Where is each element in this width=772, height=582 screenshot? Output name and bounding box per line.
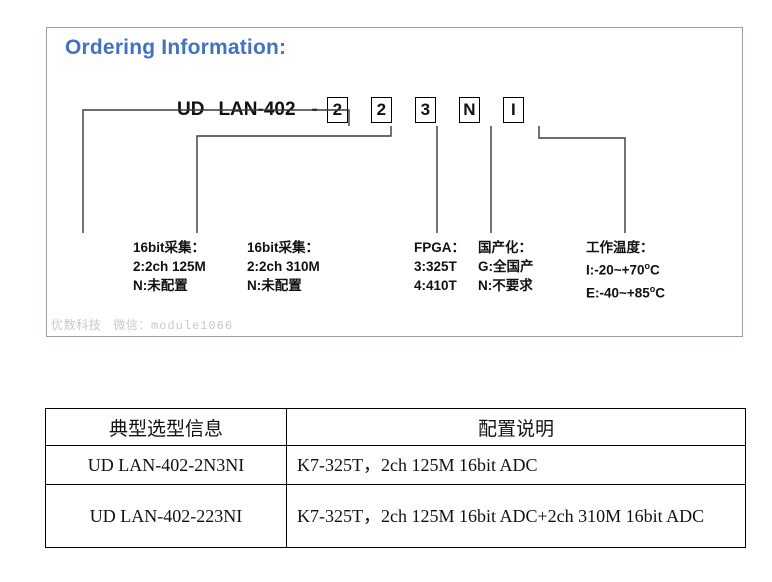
- descriptor-option: N:未配置: [133, 278, 188, 293]
- descriptor-heading: 国产化：: [478, 240, 532, 255]
- descriptor-temperature: 工作温度： I:-20~+70oC E:-40~+85oC: [586, 238, 665, 302]
- descriptor-option: 2:2ch 310M: [247, 259, 320, 274]
- table-header-row: 典型选型信息 配置说明: [45, 408, 746, 446]
- table-cell-model: UD LAN-402-223NI: [45, 484, 287, 548]
- degree-symbol: o: [644, 261, 651, 271]
- descriptor-option: G:全国产: [478, 259, 534, 274]
- part-number-dash: -: [311, 99, 318, 120]
- descriptor-localization: 国产化： G:全国产 N:不要求: [478, 238, 534, 295]
- watermark-brand: 优数科技: [51, 318, 102, 332]
- page-title: Ordering Information:: [65, 36, 287, 59]
- descriptor-adc-310m: 16bit采集： 2:2ch 310M N:未配置: [247, 238, 320, 295]
- descriptor-option: N:不要求: [478, 278, 533, 293]
- ordering-information-panel: Ordering Information: UD LAN-402 - 2 2 3…: [46, 27, 743, 337]
- degree-symbol: o: [649, 283, 656, 294]
- leader-line-5: [538, 126, 626, 233]
- descriptor-heading: 工作温度：: [586, 240, 654, 255]
- descriptor-option: E:-40~+85oC: [586, 280, 665, 303]
- code-box-fpga[interactable]: 3: [414, 97, 436, 123]
- table-cell-config: K7-325T，2ch 125M 16bit ADC+2ch 310M 16bi…: [286, 484, 746, 548]
- leader-line-2: [196, 126, 392, 233]
- descriptor-heading: FPGA：: [414, 240, 466, 255]
- temp-range-industrial: I:-20~+70: [586, 262, 645, 278]
- leader-line-1: [82, 109, 350, 233]
- descriptor-fpga: FPGA： 3:325T 4:410T: [414, 238, 465, 295]
- table-row: UD LAN-402-223NI K7-325T，2ch 125M 16bit …: [45, 484, 746, 548]
- descriptor-option: 2:2ch 125M: [133, 259, 206, 274]
- celsius-unit: C: [650, 262, 660, 278]
- table-cell-model: UD LAN-402-2N3NI: [45, 445, 287, 485]
- table-row: UD LAN-402-2N3NI K7-325T，2ch 125M 16bit …: [45, 445, 746, 485]
- table-header-model: 典型选型信息: [45, 408, 287, 446]
- descriptor-option: I:-20~+70oC: [586, 257, 665, 280]
- descriptor-option: 4:410T: [414, 278, 457, 293]
- watermark-channel-label: 微信：: [113, 318, 152, 332]
- part-number-string: UD LAN-402 - 2 2 3 N I: [177, 94, 524, 126]
- descriptor-option: N:未配置: [247, 278, 302, 293]
- table-header-config: 配置说明: [286, 408, 746, 446]
- watermark-account: module1066: [151, 319, 234, 333]
- code-box-localization[interactable]: N: [458, 97, 480, 123]
- table-cell-config: K7-325T，2ch 125M 16bit ADC: [286, 445, 746, 485]
- descriptor-heading: 16bit采集：: [247, 240, 320, 255]
- selection-table: 典型选型信息 配置说明 UD LAN-402-2N3NI K7-325T，2ch…: [45, 408, 746, 548]
- celsius-unit: C: [655, 285, 666, 300]
- descriptor-option: 3:325T: [414, 259, 457, 274]
- temp-range-extended: E:-40~+85: [586, 285, 650, 300]
- descriptor-adc-125m: 16bit采集： 2:2ch 125M N:未配置: [133, 238, 206, 295]
- part-number-prefix: UD: [177, 99, 205, 120]
- watermark: 优数科技 微信：module1066: [51, 316, 233, 333]
- code-box-adc-310m[interactable]: 2: [370, 97, 392, 123]
- code-box-adc-125m[interactable]: 2: [326, 97, 348, 123]
- descriptor-heading: 16bit采集：: [133, 240, 206, 255]
- code-box-temperature[interactable]: I: [502, 97, 524, 123]
- part-number-family: LAN-402: [218, 99, 296, 120]
